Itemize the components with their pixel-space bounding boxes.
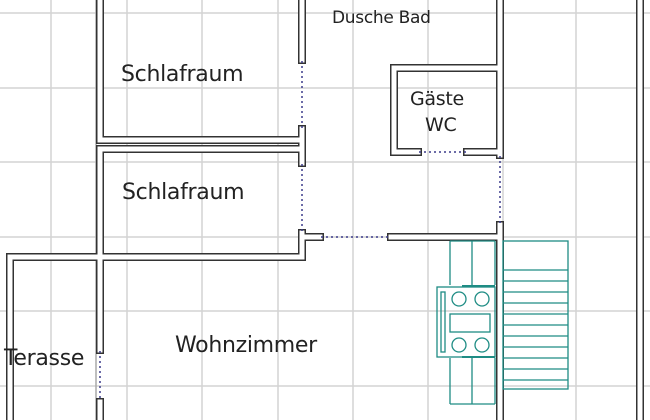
walls — [6, 0, 644, 420]
room-label-bedroom-1: Schlafraum — [121, 62, 244, 87]
room-label-bedroom-2: Schlafraum — [122, 180, 245, 205]
room-label-living: Wohnzimmer — [175, 333, 317, 358]
dining-furniture — [436, 240, 496, 405]
room-label-terrace: Terasse — [4, 346, 85, 371]
staircase — [502, 240, 569, 390]
room-label-guest-wc-2: WC — [425, 114, 457, 136]
room-label-bath: Dusche Bad — [332, 8, 431, 28]
room-label-guest-wc: Gäste — [410, 88, 464, 110]
door-openings — [99, 61, 501, 401]
